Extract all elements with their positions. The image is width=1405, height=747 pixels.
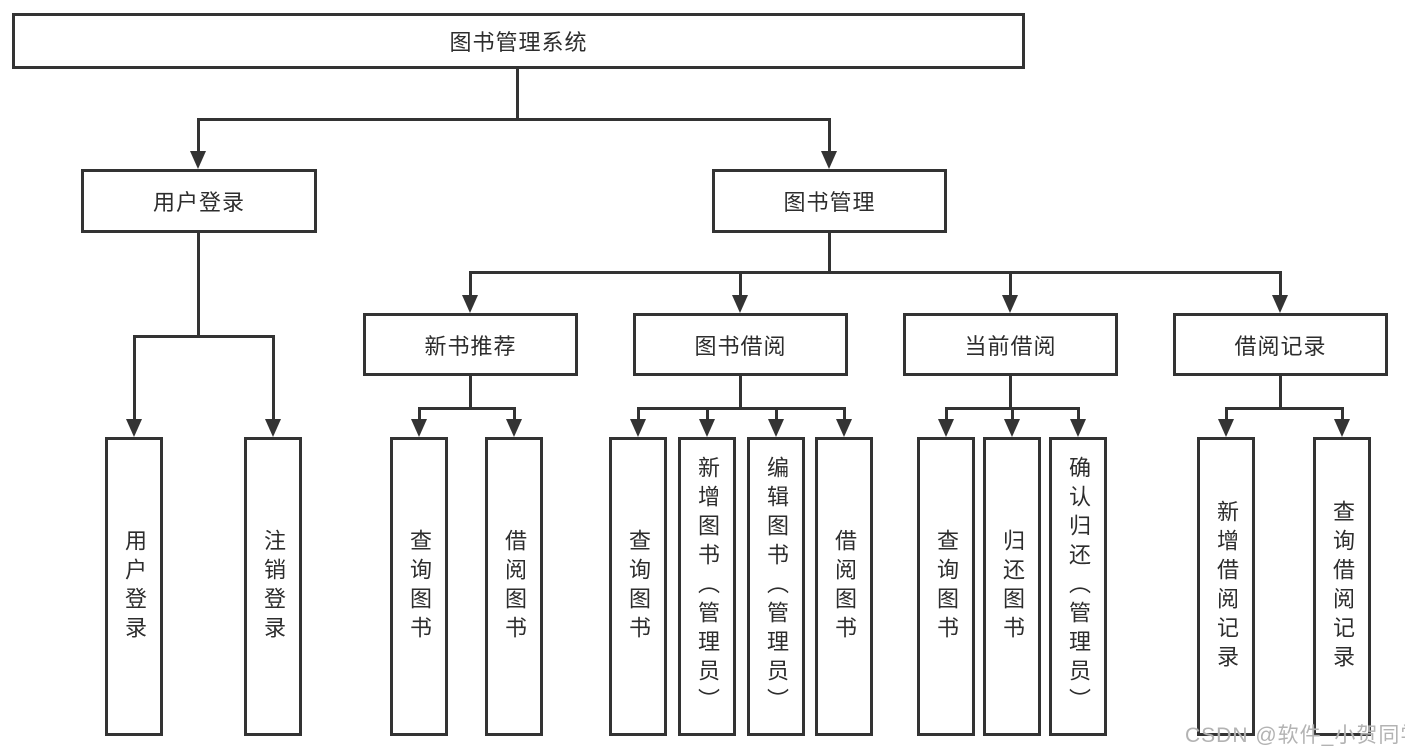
- node-label: 编辑图书（管理员）: [764, 456, 789, 717]
- node-label: 确认归还（管理员）: [1066, 456, 1091, 717]
- arrowhead-down-icon: [699, 419, 715, 437]
- node-leaf-add-books-admin: 新增图书（管理员）: [678, 437, 736, 736]
- node-leaf-borrow-books: 借阅图书: [815, 437, 873, 736]
- connector-stub-current-borrow: [1009, 271, 1012, 295]
- node-user-login: 用户登录: [81, 169, 317, 233]
- connector-user-login-bar: [133, 335, 274, 338]
- connector-new-book-stem: [469, 376, 472, 407]
- node-leaf-borrow-books-recommend: 借阅图书: [485, 437, 543, 736]
- node-label: 用户登录: [152, 190, 245, 215]
- arrowhead-down-icon: [732, 295, 748, 313]
- node-leaf-query-books: 查询图书: [609, 437, 667, 736]
- node-label: 当前借阅: [964, 333, 1057, 359]
- arrowhead-down-icon: [1218, 419, 1234, 437]
- node-label: 借阅记录: [1234, 333, 1327, 359]
- node-leaf-return-books: 归还图书: [983, 437, 1041, 736]
- arrowhead-down-icon: [1334, 419, 1350, 437]
- connector-borrow-record-stem: [1279, 376, 1282, 407]
- node-label: 新书推荐: [424, 333, 517, 359]
- arrowhead-down-icon: [630, 419, 646, 437]
- node-library-system: 图书管理系统: [12, 13, 1025, 69]
- csdn-watermark: CSDN @软件_小贺同学: [1185, 724, 1405, 747]
- connector-stub: [1011, 407, 1014, 419]
- node-label: 图书管理系统: [449, 30, 588, 55]
- arrowhead-down-icon: [506, 419, 522, 437]
- arrowhead-down-icon: [190, 151, 206, 169]
- node-label: 查询借阅记录: [1330, 499, 1355, 674]
- node-label: 新增借阅记录: [1214, 499, 1239, 674]
- connector-book-borrow-stem: [739, 376, 742, 407]
- node-label: 查询图书: [626, 528, 651, 645]
- arrowhead-down-icon: [1004, 419, 1020, 437]
- connector-stub: [775, 407, 778, 419]
- connector-new-book-bar: [418, 407, 515, 410]
- connector-stub: [1077, 407, 1080, 419]
- node-leaf-logout: 注销登录: [244, 437, 302, 736]
- node-label: 归还图书: [1000, 528, 1025, 645]
- node-label: 用户登录: [122, 528, 147, 645]
- node-label: 查询图书: [407, 528, 432, 645]
- arrowhead-down-icon: [836, 419, 852, 437]
- connector-stub-new-book: [469, 271, 472, 295]
- node-leaf-edit-books-admin: 编辑图书（管理员）: [747, 437, 805, 736]
- connector-stub: [945, 407, 948, 419]
- connector-current-borrow-stem: [1009, 376, 1012, 407]
- connector-stub: [637, 407, 640, 419]
- connector-stub-book-management: [828, 118, 831, 151]
- connector-stub: [513, 407, 516, 419]
- node-leaf-query-borrow-record: 查询借阅记录: [1313, 437, 1371, 736]
- connector-level2-bar: [197, 118, 831, 121]
- connector-stub: [706, 407, 709, 419]
- node-label: 注销登录: [261, 528, 286, 645]
- connector-level3-bar: [469, 271, 1282, 274]
- connector-stub-leaf-user-login: [133, 335, 136, 419]
- node-label: 新增图书（管理员）: [695, 456, 720, 717]
- arrowhead-down-icon: [462, 295, 478, 313]
- node-label: 查询图书: [934, 528, 959, 645]
- node-book-borrowing: 图书借阅: [633, 313, 848, 376]
- node-new-book-recommend: 新书推荐: [363, 313, 578, 376]
- node-leaf-user-login: 用户登录: [105, 437, 163, 736]
- node-label: 借阅图书: [502, 528, 527, 645]
- node-book-management: 图书管理: [712, 169, 947, 233]
- node-label: 图书管理: [783, 190, 876, 215]
- connector-book-borrow-bar: [637, 407, 845, 410]
- connector-stub-book-borrow: [739, 271, 742, 295]
- arrowhead-down-icon: [821, 151, 837, 169]
- connector-stub-borrow-record: [1279, 271, 1282, 295]
- connector-stub-user-login: [197, 118, 200, 151]
- connector-root-stem: [516, 69, 519, 118]
- node-label: 借阅图书: [832, 528, 857, 645]
- arrowhead-down-icon: [1272, 295, 1288, 313]
- node-leaf-query-books-current: 查询图书: [917, 437, 975, 736]
- connector-stub: [843, 407, 846, 419]
- node-leaf-confirm-return-admin: 确认归还（管理员）: [1049, 437, 1107, 736]
- node-label: 图书借阅: [694, 333, 787, 359]
- node-borrowing-records: 借阅记录: [1173, 313, 1388, 376]
- arrowhead-down-icon: [411, 419, 427, 437]
- arrowhead-down-icon: [768, 419, 784, 437]
- node-current-borrowing: 当前借阅: [903, 313, 1118, 376]
- connector-book-management-stem: [828, 233, 831, 273]
- arrowhead-down-icon: [1002, 295, 1018, 313]
- arrowhead-down-icon: [265, 419, 281, 437]
- node-leaf-query-books-recommend: 查询图书: [390, 437, 448, 736]
- connector-stub: [1225, 407, 1228, 419]
- connector-stub: [1341, 407, 1344, 419]
- connector-stub-leaf-logout: [272, 335, 275, 419]
- connector-borrow-record-bar: [1225, 407, 1343, 410]
- arrowhead-down-icon: [1070, 419, 1086, 437]
- arrowhead-down-icon: [938, 419, 954, 437]
- node-leaf-add-borrow-record: 新增借阅记录: [1197, 437, 1255, 736]
- connector-user-login-stem: [197, 233, 200, 335]
- arrowhead-down-icon: [126, 419, 142, 437]
- connector-stub: [418, 407, 421, 419]
